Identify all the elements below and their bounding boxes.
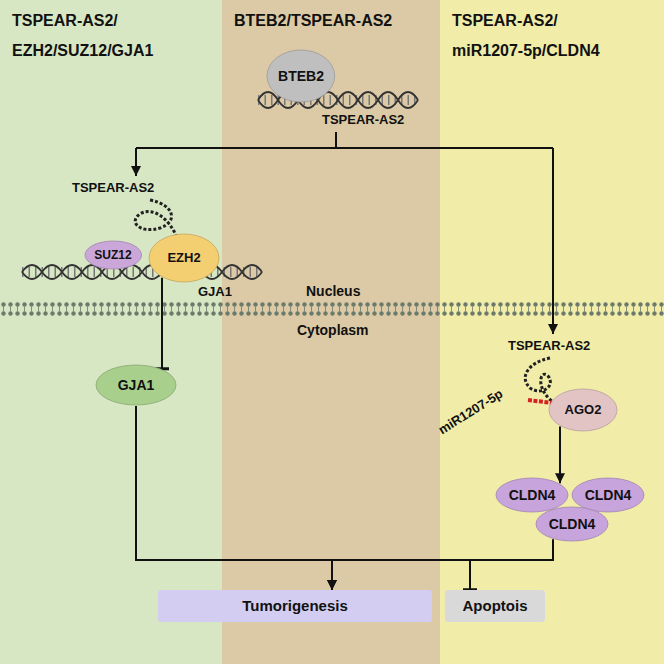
transcription-arrows xyxy=(136,132,553,334)
protein-ellipse: AGO2 xyxy=(548,388,618,432)
node-label: CLDN4 xyxy=(509,487,556,504)
dna-helix xyxy=(258,92,418,108)
diagram-label: Nucleus xyxy=(306,283,360,299)
diagram-label: GJA1 xyxy=(198,284,232,299)
connector xyxy=(136,406,470,590)
connector xyxy=(470,539,553,590)
mirna-strand xyxy=(528,400,585,407)
diagram-label: Cytoplasm xyxy=(297,322,369,338)
node-label: GJA1 xyxy=(118,377,155,394)
connector xyxy=(332,539,553,590)
node-label: SUZ12 xyxy=(94,248,131,262)
diagram-label: TSPEAR-AS2 xyxy=(508,338,590,353)
lncrna-strand xyxy=(135,200,178,240)
lncrna-strand xyxy=(525,358,556,404)
protein-ellipse: GJA1 xyxy=(95,364,177,406)
node-label: Tumorigenesis xyxy=(242,597,348,615)
protein-ellipse: CLDN4 xyxy=(535,506,609,542)
protein-ellipse: SUZ12 xyxy=(84,240,143,270)
nuclear-membrane xyxy=(0,302,664,316)
outcome-box: Tumorigenesis xyxy=(158,590,432,622)
node-label: CLDN4 xyxy=(585,487,632,504)
panel-title: TSPEAR-AS2/ miR1207-5p/CLDN4 xyxy=(452,0,624,66)
diagram-label: TSPEAR-AS2 xyxy=(322,112,404,127)
node-label: EZH2 xyxy=(167,250,200,266)
node-label: AGO2 xyxy=(565,402,602,418)
node-label: BTEB2 xyxy=(278,68,324,85)
diagram-label: TSPEAR-AS2 xyxy=(72,180,154,195)
pathway-panel: TSPEAR-AS2/ EZH2/SUZ12/GJA1SUZ12 EZH2GJA1 xyxy=(0,0,222,664)
panel-title: BTEB2/TSPEAR-AS2 xyxy=(234,0,439,36)
protein-ellipse: BTEB2 xyxy=(266,49,336,103)
connector xyxy=(136,406,332,590)
connector xyxy=(161,278,163,369)
protein-ellipse: CLDN4 xyxy=(495,477,569,513)
outcome-box: Apoptois xyxy=(445,590,545,622)
panel-title: TSPEAR-AS2/ EZH2/SUZ12/GJA1 xyxy=(12,0,184,66)
connector xyxy=(559,427,561,484)
node-label: Apoptois xyxy=(463,597,528,615)
protein-ellipse: EZH2 xyxy=(148,233,220,283)
node-label: CLDN4 xyxy=(549,516,596,533)
dna-helix xyxy=(22,265,262,279)
